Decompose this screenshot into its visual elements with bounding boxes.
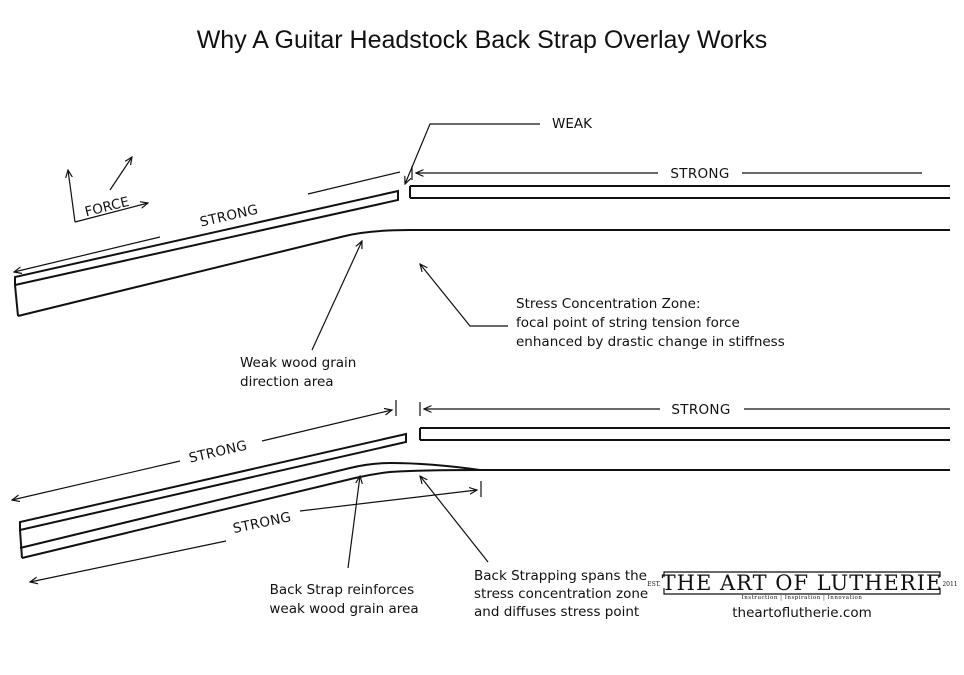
logo: EST. 2011 THE ART OF LUTHERIE Instructio…	[647, 571, 957, 621]
page-title: Why A Guitar Headstock Back Strap Overla…	[197, 26, 768, 54]
back-strap-text: Back Strap reinforces weak wood grain ar…	[269, 582, 418, 617]
top-strong-headstock-label: STRONG	[198, 202, 259, 231]
force-label: FORCE	[83, 194, 131, 220]
bottom-strong-headstock-line-left	[12, 460, 181, 500]
bottom-headstock-end-line	[19, 529, 23, 559]
bottom-strong-headstock-label: STRONG	[187, 438, 248, 467]
weak-label: WEAK	[552, 116, 593, 132]
strap-strong-label: STRONG	[232, 509, 293, 537]
weak-grain-arrow	[311, 241, 362, 351]
top-neck-bottom-edge	[17, 229, 950, 317]
bottom-strong-right-label: STRONG	[671, 402, 730, 418]
top-neck-drawing	[14, 185, 950, 317]
logo-est: EST.	[647, 581, 661, 588]
logo-frame-bottom	[663, 588, 941, 595]
top-strong-right-label: STRONG	[670, 166, 729, 182]
logo-url: theartoflutherie.com	[732, 605, 871, 621]
bottom-strong-headstock-line-right	[261, 410, 392, 442]
force-arrow-diagonal	[109, 157, 132, 191]
top-strong-headstock-line-right	[307, 171, 401, 195]
weak-grain-text: Weak wood grain direction area	[240, 355, 361, 390]
strap-strong-line-right	[299, 490, 477, 512]
top-headstock-end-line	[14, 284, 19, 317]
stress-zone-arrow	[420, 264, 508, 327]
force-arrow-right	[74, 203, 148, 223]
stress-zone-text: Stress Concentration Zone: focal point o…	[516, 296, 785, 350]
back-strap-outer-edge	[19, 461, 481, 549]
bottom-neck-drawing	[19, 427, 950, 559]
logo-tagline: Instruction | Inspiration | Innovation	[742, 595, 863, 601]
force-arrow-up	[68, 170, 76, 223]
spans-text: Back Strapping spans the stress concentr…	[474, 568, 653, 620]
logo-frame-top	[663, 571, 941, 577]
top-strong-headstock-line-left	[14, 236, 161, 272]
logo-year: 2011	[942, 581, 957, 588]
back-strap-arrow	[347, 476, 360, 569]
force-arrows	[68, 157, 148, 223]
spans-arrow	[420, 476, 489, 563]
strap-strong-line-left	[30, 540, 227, 582]
logo-name: THE ART OF LUTHERIE	[662, 571, 943, 595]
weak-leader-arrow	[405, 123, 540, 184]
